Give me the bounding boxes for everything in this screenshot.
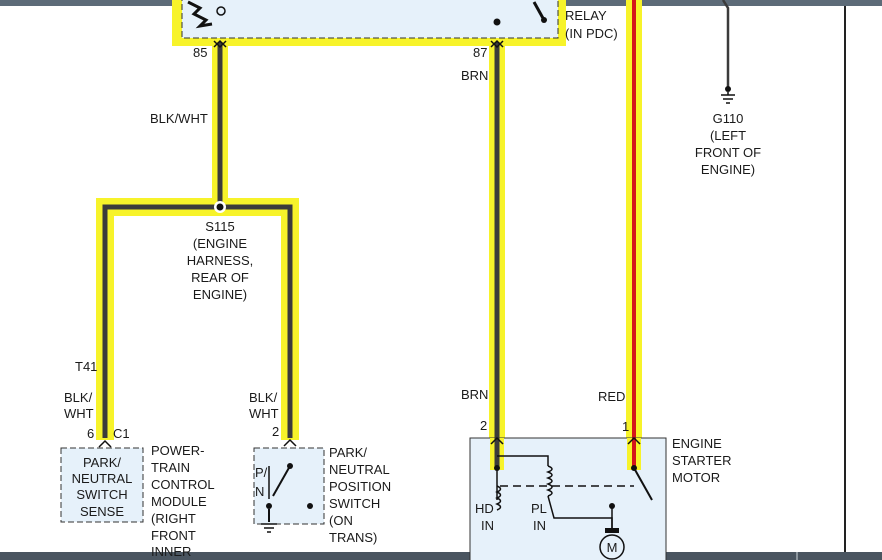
splice-s115: S115 (ENGINE HARNESS, REAR OF ENGINE): [187, 201, 253, 302]
pn-connector-chevron: [283, 438, 297, 447]
bottom-frame-bar: [0, 552, 882, 560]
pull-in-coil: [545, 465, 553, 497]
park-neutral-switch: BLK/ WHT 2 P/ N PARK/ NEUTRAL POSITION S…: [249, 390, 391, 545]
wire-label-brn-bottom: BRN: [461, 387, 488, 402]
pn-pin: 2: [272, 424, 279, 439]
pn-ground-icon: [261, 523, 277, 533]
pcm-box: [60, 447, 144, 523]
relay-terminal-87: [493, 18, 501, 26]
ground-desc-1: (LEFT: [710, 128, 746, 143]
wire-conductors: [102, 0, 636, 468]
wire-label-red: RED: [598, 389, 625, 404]
wire-label-brn-top: BRN: [461, 68, 488, 83]
pn-desc-2: NEUTRAL: [329, 462, 390, 477]
pn-desc-4: SWITCH: [329, 496, 380, 511]
starter-pin-2: 2: [480, 418, 487, 433]
relay-pin-85: 85: [193, 45, 207, 60]
motor-icon: [599, 534, 625, 560]
pcm-desc-2: TRAIN: [151, 460, 190, 475]
pn-symbol-2: N: [255, 484, 264, 499]
splice-id: S115: [205, 219, 234, 234]
wire-highlights: [96, 0, 642, 470]
ground-desc-3: ENGINE): [701, 162, 755, 177]
pn-desc-3: POSITION: [329, 479, 391, 494]
solenoid-contact-pivot: [631, 465, 637, 471]
starter-hd-2: IN: [481, 518, 494, 533]
pn-desc-6: TRANS): [329, 530, 377, 545]
relay-contact-arm: [532, 1, 546, 21]
pcm-desc-5: (RIGHT: [151, 511, 196, 526]
starter-pin1-chevron: [627, 436, 641, 445]
ground-node: [725, 86, 731, 92]
starter-pl-2: IN: [533, 518, 546, 533]
pcm-desc-1: POWER-: [151, 443, 204, 458]
pcm-desc-4: MODULE: [151, 494, 207, 509]
starter-hd-1: HD: [475, 501, 494, 516]
starter-label-1: ENGINE: [672, 436, 722, 451]
ground-wire: [721, 0, 730, 88]
powertrain-control-module: T41 BLK/ WHT 6 C1 PARK/ NEUTRAL SWITCH S…: [60, 359, 215, 559]
pcm-pin: 6: [87, 426, 94, 441]
splice-desc-2: HARNESS,: [187, 253, 253, 268]
pull-in-feed: [497, 455, 549, 466]
splice-dot: [216, 203, 224, 211]
ground-g110: G110 (LEFT FRONT OF ENGINE): [695, 0, 761, 177]
pn-switch-blade: [272, 465, 291, 497]
connector-85-chevron: [213, 39, 227, 49]
relay-contact-pivot: [541, 17, 547, 23]
relay-pin-87: 87: [473, 45, 487, 60]
pcm-connector-label: T41: [75, 359, 97, 374]
relay-coil: [187, 0, 213, 29]
relay-box: [181, 0, 559, 39]
pcm-desc-7: INNER: [151, 544, 191, 559]
pcm-desc-3: CONTROL: [151, 477, 215, 492]
ground-icon: [721, 92, 735, 104]
pcm-box-3: SWITCH: [76, 487, 127, 502]
splice-desc-3: REAR OF: [191, 270, 249, 285]
starter-pin-1: 1: [622, 419, 629, 434]
pn-switch-box: [253, 447, 325, 525]
ground-id: G110: [713, 111, 744, 126]
pn-contact-right: [307, 503, 313, 509]
pcm-wire-label-1: BLK/: [64, 390, 93, 405]
pn-wire-label-2: WHT: [249, 406, 279, 421]
motor-brush: [605, 528, 619, 533]
starter-pin2-chevron: [490, 436, 504, 445]
pcm-wire-label-2: WHT: [64, 406, 94, 421]
connector-87-chevron: [490, 39, 504, 49]
starter-pl-1: PL: [531, 501, 547, 516]
ground-desc-2: FRONT OF: [695, 145, 761, 160]
relay-terminal-85: [216, 6, 226, 16]
relay-label-1: RELAY: [565, 8, 607, 23]
relay-label-2: (IN PDC): [565, 26, 618, 41]
wire-label-blk-wht: BLK/WHT: [150, 111, 208, 126]
pn-wire-label-1: BLK/: [249, 390, 278, 405]
pcm-connector-chevron: [98, 439, 112, 448]
pn-desc-1: PARK/: [329, 445, 367, 460]
pn-contact-left: [266, 503, 272, 509]
pcm-box-2: NEUTRAL: [72, 471, 133, 486]
pcm-box-1: PARK/: [83, 455, 121, 470]
engine-starter-motor: 2 1 M HD IN PL IN ENGINE STARTER MOTOR: [469, 418, 731, 560]
pcm-connector-id: C1: [113, 426, 130, 441]
pcm-desc-6: FRONT: [151, 528, 196, 543]
solenoid-contact: [633, 467, 653, 501]
relay: RELAY (IN PDC) 85 87: [172, 0, 618, 60]
pcm-box-4: SENSE: [80, 504, 124, 519]
splice-desc-4: ENGINE): [193, 287, 247, 302]
starter-label-2: STARTER: [672, 453, 731, 468]
starter-label-3: MOTOR: [672, 470, 720, 485]
pn-symbol-1: P/: [255, 465, 268, 480]
wire-blk-wht-branches: [102, 204, 293, 438]
pn-desc-5: (ON: [329, 513, 353, 528]
splice-desc-1: (ENGINE: [193, 236, 248, 251]
motor-label: M: [607, 540, 618, 555]
hold-in-coil: [495, 485, 502, 511]
